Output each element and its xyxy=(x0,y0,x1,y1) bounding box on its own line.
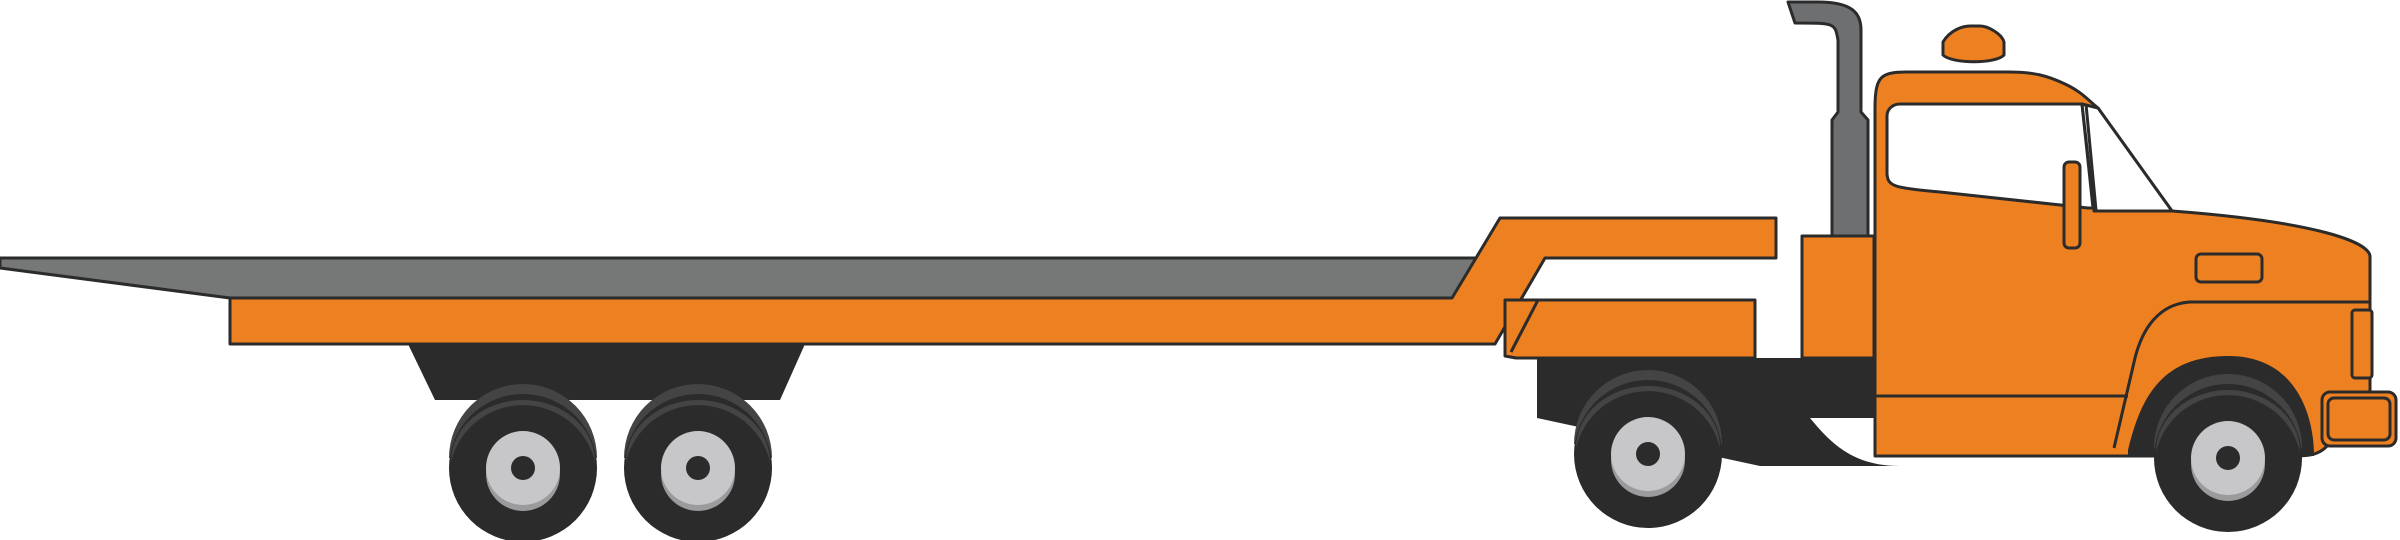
hub xyxy=(1636,442,1660,466)
door-handle xyxy=(2194,252,2264,284)
wheels-group xyxy=(449,370,2302,540)
hub xyxy=(511,456,535,480)
rear-wheel-1 xyxy=(449,384,597,540)
front-wheel xyxy=(2154,374,2302,532)
front-bumper xyxy=(2320,390,2398,448)
cab-rear-box xyxy=(1800,234,1876,360)
side-window xyxy=(1885,102,2095,210)
windshield xyxy=(2080,102,2174,213)
deck-sub-panel xyxy=(1503,298,1757,360)
rear-wheel-2 xyxy=(624,384,772,540)
exhaust-stack xyxy=(1786,0,1870,238)
roof-beacon xyxy=(1941,24,2006,64)
front-bumper-inner xyxy=(2326,396,2392,442)
side-mirror xyxy=(2062,160,2082,250)
middle-wheel xyxy=(1574,370,1722,528)
deck-sub-panel-diagonal xyxy=(1509,299,1540,353)
headlight xyxy=(2350,308,2374,380)
rear-axle-housing xyxy=(408,344,805,400)
cab-fender-line xyxy=(2112,300,2370,449)
flatbed-deck-top xyxy=(0,256,1482,300)
hub xyxy=(2216,446,2240,470)
hub xyxy=(686,456,710,480)
windshield-pillar xyxy=(2084,103,2098,211)
